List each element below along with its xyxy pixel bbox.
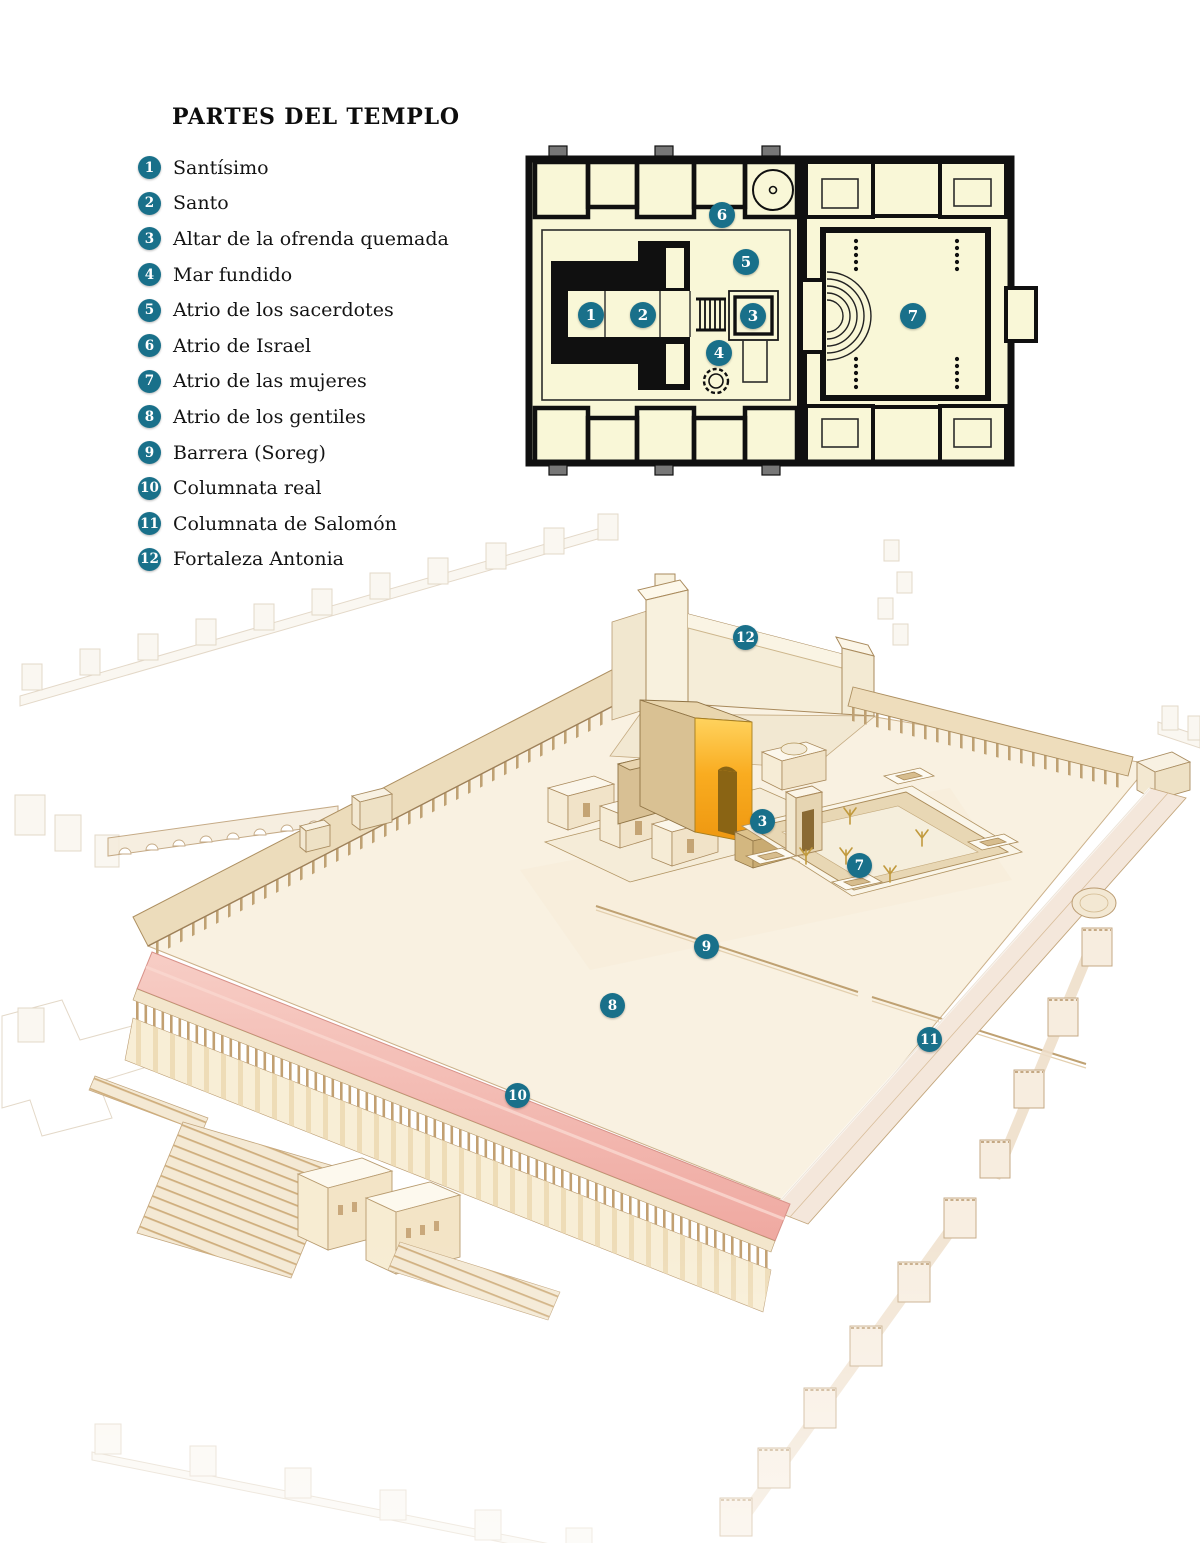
legend-label: Columnata de Salomón — [173, 512, 397, 535]
illustration-badge-8: 8 — [600, 993, 625, 1018]
legend-badge-1: 1 — [138, 156, 161, 180]
illustration-badge-3: 3 — [750, 809, 775, 834]
legend-label: Atrio de Israel — [173, 334, 312, 357]
fade-overlay — [0, 1240, 1200, 1543]
plan-priests-court — [541, 229, 791, 401]
legend-label: Mar fundido — [173, 263, 293, 286]
plan-laver — [702, 367, 730, 395]
laver-house — [760, 741, 828, 791]
plan-badge-7: 7 — [900, 303, 926, 329]
legend-label: Altar de la ofrenda quemada — [173, 227, 449, 250]
plan-stairs — [696, 297, 726, 332]
nicanor-gate — [784, 785, 824, 857]
plan-badge-4: 4 — [706, 340, 732, 366]
plan-badge-3: 3 — [740, 303, 766, 329]
legend-badge-4: 4 — [138, 263, 161, 287]
plan-badge-2: 2 — [630, 302, 656, 328]
legend-label: Atrio de los sacerdotes — [173, 299, 394, 322]
legend-row: 10 Columnata real — [138, 470, 449, 506]
legend-badge-3: 3 — [138, 227, 161, 251]
east-outer-towers — [979, 927, 1113, 1180]
legend-label: Atrio de los gentiles — [173, 405, 366, 428]
legend-label: Santo — [173, 192, 229, 215]
legend-badge-5: 5 — [138, 298, 161, 322]
plan-chambers — [532, 159, 800, 465]
legend-badge-7: 7 — [138, 369, 161, 393]
legend-label: Santísimo — [173, 156, 269, 179]
illustration-badge-9: 9 — [694, 934, 719, 959]
sanctuary-building — [616, 699, 753, 844]
legend-badge-11: 11 — [138, 512, 161, 536]
plan-badge-6: 6 — [709, 202, 735, 228]
legend-badge-6: 6 — [138, 334, 161, 358]
legend-row: 2 Santo — [138, 186, 449, 222]
legend-row: 9 Barrera (Soreg) — [138, 435, 449, 471]
illustration-badge-12: 12 — [733, 625, 758, 650]
legend-row: 8 Atrio de los gentiles — [138, 399, 449, 435]
illustration-badge-7: 7 — [847, 853, 872, 878]
royal-stoa — [124, 951, 791, 1313]
solomon-colonnade-east-wall — [771, 787, 1187, 1225]
illustration-badge-11: 11 — [917, 1027, 942, 1052]
illustration-badge-10: 10 — [505, 1083, 530, 1108]
plan-badge-1: 1 — [578, 302, 604, 328]
legend-row: 6 Atrio de Israel — [138, 328, 449, 364]
legend-row: 5 Atrio de los sacerdotes — [138, 292, 449, 328]
plan-east-gate — [1004, 286, 1038, 343]
legend-label: Columnata real — [173, 477, 322, 500]
plan-gate-tabs — [548, 145, 781, 476]
legend-badge-8: 8 — [138, 405, 161, 429]
legend-list: 1 Santísimo 2 Santo 3 Altar de la ofrend… — [138, 150, 449, 577]
legend-row: 4 Mar fundido — [138, 257, 449, 293]
golden-lampstands — [799, 807, 929, 883]
legend-row: 11 Columnata de Salomón — [138, 506, 449, 542]
northeast-colonnade — [847, 686, 1192, 801]
legend-badge-10: 10 — [138, 476, 161, 500]
legend-row: 12 Fortaleza Antonia — [138, 542, 449, 578]
legend-label: Barrera (Soreg) — [173, 441, 326, 464]
legend-badge-12: 12 — [138, 547, 161, 571]
page-title: PARTES DEL TEMPLO — [172, 104, 460, 130]
legend-label: Fortaleza Antonia — [173, 548, 344, 571]
legend-label: Atrio de las mujeres — [173, 370, 367, 393]
legend-badge-2: 2 — [138, 191, 161, 215]
west-colonnade — [132, 658, 649, 959]
floor-plan — [525, 145, 1038, 476]
plan-badge-5: 5 — [733, 249, 759, 275]
legend-badge-9: 9 — [138, 441, 161, 465]
legend-row: 7 Atrio de las mujeres — [138, 364, 449, 400]
legend-row: 1 Santísimo — [138, 150, 449, 186]
womens-court — [740, 767, 1024, 897]
inner-temple-complex — [543, 699, 1024, 897]
plan-round-chamber — [752, 169, 794, 211]
legend-row: 3 Altar de la ofrenda quemada — [138, 221, 449, 257]
